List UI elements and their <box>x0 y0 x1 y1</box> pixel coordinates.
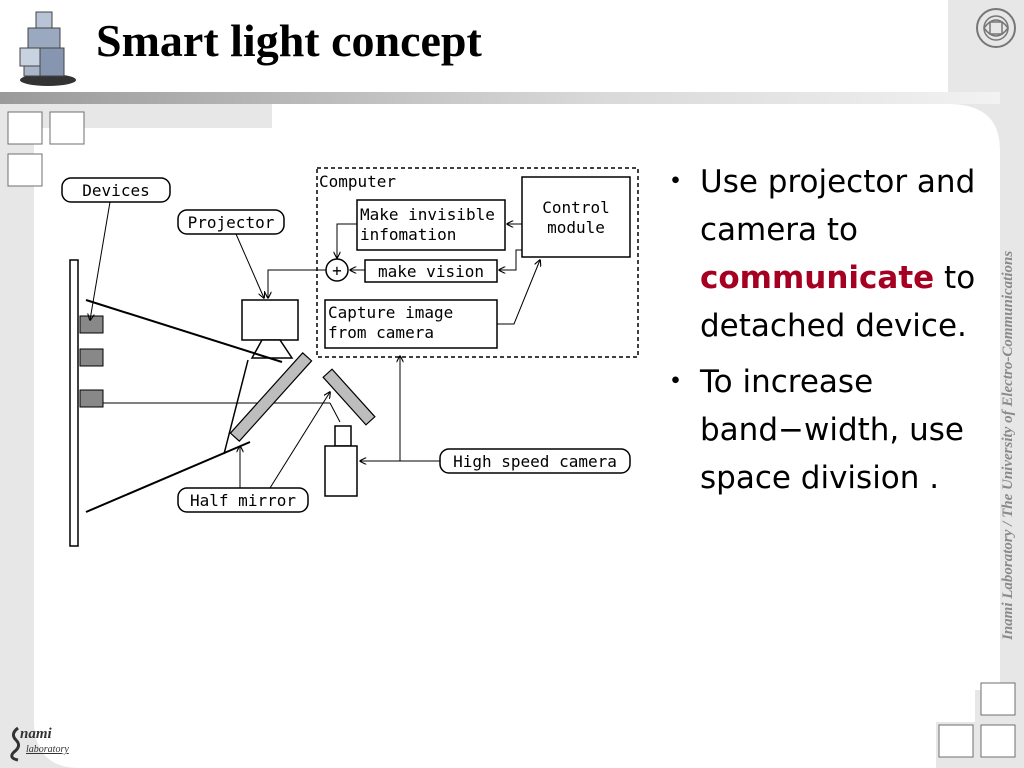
bullet-marker: ・ <box>660 164 691 200</box>
bullet-list: ・ Use projector and camera to communicat… <box>660 158 990 510</box>
control-module-line1: Control <box>542 198 609 217</box>
control-module-box <box>521 176 631 258</box>
smart-light-diagram: Devices Projector Half mirror High speed… <box>61 167 639 547</box>
capture-image-line1: Capture image <box>328 303 453 322</box>
devices-label-box <box>61 177 171 203</box>
bullet-item: ・ Use projector and camera to communicat… <box>660 158 990 350</box>
make-vision-label: make vision <box>378 262 484 281</box>
device-1 <box>79 315 104 334</box>
bullet-item: ・ To increase band−width, use space divi… <box>660 358 990 502</box>
camera-lens <box>334 425 352 447</box>
computer-label: Computer <box>319 172 396 191</box>
bullet-text: To increase band−width, use space divisi… <box>700 364 964 496</box>
camera-label: High speed camera <box>453 452 617 471</box>
invisible-info-line1: Make invisible <box>360 205 495 224</box>
lab-logo-subtext: laboratory <box>26 744 69 755</box>
control-module-line2: module <box>547 218 605 237</box>
device-panel <box>69 259 79 547</box>
computer-box <box>316 167 639 358</box>
projector-label: Projector <box>188 213 275 232</box>
projector-label-box <box>177 209 285 235</box>
capture-image-box <box>324 299 498 349</box>
lab-logo-icon <box>10 726 21 762</box>
lab-logo-text: nami <box>20 726 52 742</box>
camera-body <box>324 445 358 497</box>
robot-logo-icon <box>19 11 76 86</box>
half-mirror-label: Half mirror <box>190 491 296 510</box>
slide-title: Smart light concept <box>96 15 482 66</box>
university-emblem-icon <box>976 8 1016 48</box>
invisible-info-box <box>356 199 506 251</box>
bullet-text: Use projector and camera to <box>700 164 976 248</box>
half-mirror-2 <box>322 368 376 426</box>
plus-sign: + <box>332 261 342 280</box>
bullet-marker: ・ <box>660 364 691 400</box>
projector-lens <box>250 339 294 359</box>
side-credit: Inami Laboratory / The University of Ele… <box>1000 250 1016 640</box>
half-mirror-1 <box>229 352 313 442</box>
make-vision-box <box>364 259 498 283</box>
invisible-info-line2: infomation <box>360 225 456 244</box>
bullet-text: to detached device. <box>700 260 976 344</box>
projector-body <box>241 299 299 341</box>
devices-label: Devices <box>82 181 149 200</box>
device-3 <box>79 389 104 408</box>
half-mirror-label-box <box>177 487 309 513</box>
device-2 <box>79 348 104 367</box>
bullet-highlight: communicate <box>700 260 935 296</box>
capture-image-line2: from camera <box>328 323 434 342</box>
